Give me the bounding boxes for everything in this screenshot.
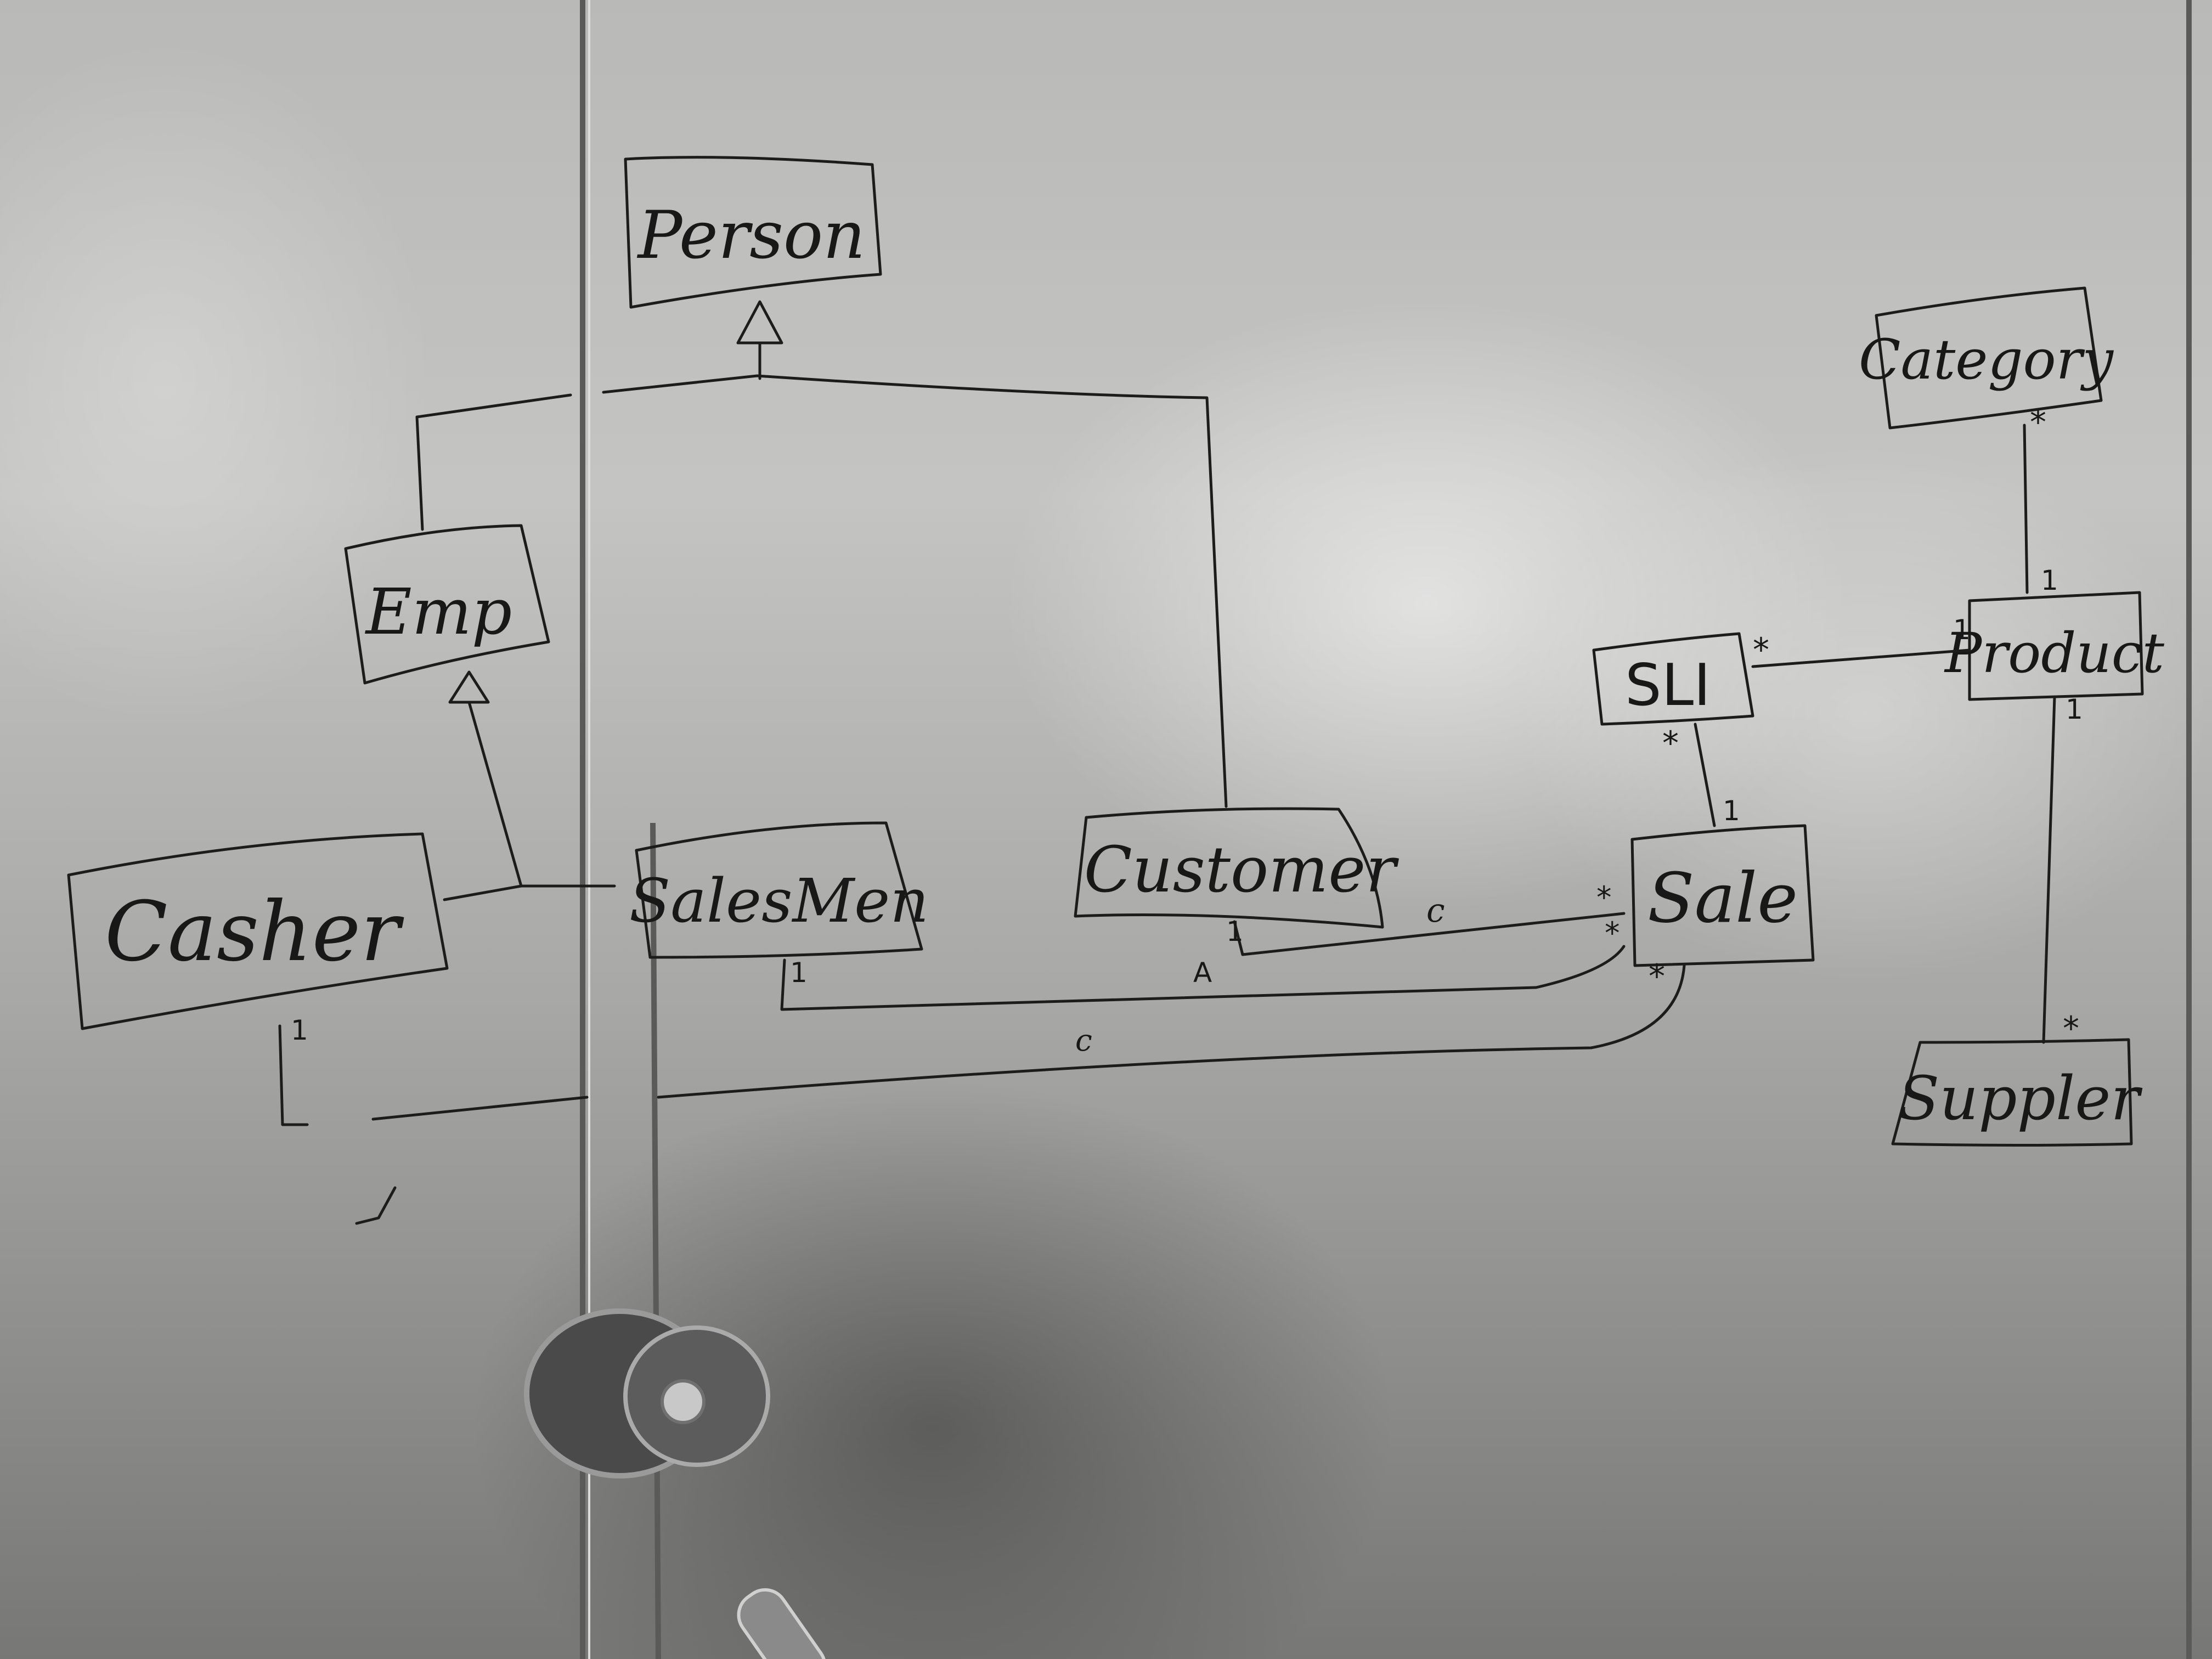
mult-category-product: * (2030, 403, 2046, 442)
class-category: Category (1859, 286, 2114, 430)
mult-sli-product: * (1753, 631, 1769, 669)
association-salesmen-sale (780, 945, 1626, 1011)
class-emp: Emp (344, 524, 550, 685)
class-sale-label: Sale (1647, 859, 1798, 938)
class-sli: SLI (1592, 632, 1754, 726)
label-salesmen-sale: A (1193, 957, 1212, 989)
class-salesmen: SalesMen (629, 821, 929, 959)
label-customer-sale: c (1426, 891, 1445, 930)
association-sli-sale (1694, 723, 1716, 827)
generalization-line-customer (602, 341, 1228, 808)
class-casher: Casher (67, 832, 449, 1030)
association-product-supplier (2042, 695, 2056, 1044)
class-product: Product (1944, 591, 2165, 701)
mult-sale-casher: * (1649, 957, 1665, 996)
door-frame-right (650, 822, 661, 1659)
mult-sale-sli: 1 (1723, 795, 1740, 827)
inheritance-arrow-emp (448, 670, 490, 704)
mult-product-sli: 1 (1953, 614, 1971, 646)
class-supplier: Suppler (1891, 1038, 2143, 1147)
association-category-product (2023, 424, 2029, 594)
association-sli-product (1751, 648, 1971, 668)
mult-sale-salesmen: * (1605, 916, 1620, 951)
generalization-line-emp (415, 393, 572, 531)
mult-customer-sale: 1 (1226, 916, 1244, 947)
stray-check-mark (355, 1186, 397, 1225)
association-casher-sale (278, 964, 1686, 1126)
class-customer: Customer (1074, 807, 1400, 929)
mult-product-supplier: 1 (2066, 693, 2083, 725)
class-casher-label: Casher (105, 884, 405, 980)
mult-product-category: 1 (2041, 565, 2058, 596)
mult-casher-sale: 1 (291, 1014, 308, 1046)
mult-supplier-product: * (2063, 1009, 2079, 1048)
class-person-label: Person (637, 198, 866, 274)
door-lock-icon[interactable] (524, 1308, 770, 1479)
class-product-label: Product (1944, 621, 2165, 685)
mult-salesmen-sale: 1 (790, 957, 808, 989)
mult-sale-customer: * (1596, 880, 1612, 915)
class-supplier-label: Suppler (1898, 1063, 2143, 1133)
generalization-line-casher-salesmen (443, 701, 616, 901)
door-handle-icon[interactable] (730, 1581, 833, 1659)
inheritance-arrow-person (736, 300, 783, 345)
class-person: Person (624, 156, 882, 309)
class-category-label: Category (1859, 328, 2114, 392)
class-emp-label: Emp (365, 575, 512, 649)
class-customer-label: Customer (1084, 833, 1400, 907)
class-sale: Sale (1630, 824, 1815, 967)
mult-sli-sale: * (1662, 724, 1679, 763)
class-salesmen-label: SalesMen (629, 866, 929, 936)
label-casher-sale: c (1075, 1023, 1092, 1058)
association-customer-sale (1233, 912, 1626, 956)
class-sli-label: SLI (1625, 652, 1711, 719)
